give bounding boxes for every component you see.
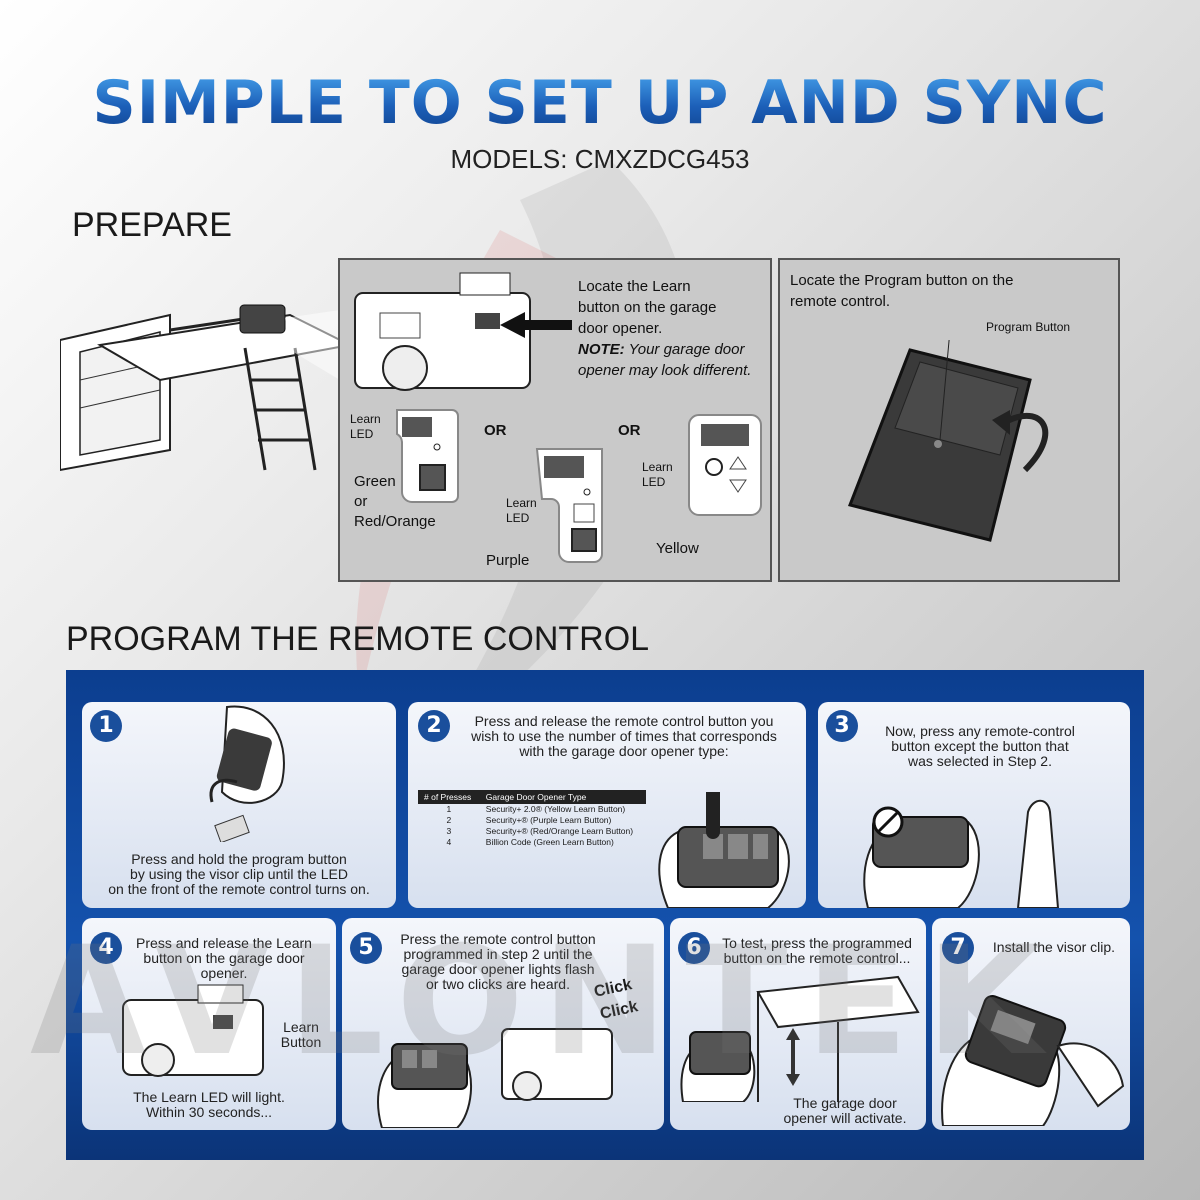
- locate-learn-line3: door opener.: [578, 320, 663, 337]
- step-6-number: 6: [678, 932, 710, 964]
- step-6-bottom1: The garage door: [793, 1095, 897, 1111]
- garage-ladder-illustration: [60, 304, 350, 472]
- or-label-1: OR: [484, 422, 507, 439]
- remote-garage-door-icon: [680, 975, 920, 1102]
- models-label: MODELS: CMXZDCG453: [450, 144, 750, 174]
- step-6-bottom2: opener will activate.: [783, 1110, 907, 1126]
- step-6-line2: button on the remote control...: [723, 950, 911, 966]
- locate-program-line1: Locate the Program button on the: [790, 272, 1014, 289]
- step-2-line3: with the garage door opener type:: [519, 743, 729, 759]
- program-button-panel: Locate the Program button on the remote …: [778, 258, 1120, 582]
- step-7-card: 7 Install the visor clip.: [932, 918, 1130, 1130]
- learn-button-label2: Button: [280, 1034, 322, 1050]
- purple-label: Purple: [486, 552, 530, 569]
- step-4-number: 4: [90, 932, 122, 964]
- green-learn-button-icon: [396, 409, 459, 503]
- yellow-learn-button-icon: [688, 414, 762, 516]
- step-6-card: 6 To test, press the programmed button o…: [670, 918, 926, 1130]
- locate-learn-line1: Locate the Learn: [578, 278, 691, 295]
- note-text2: opener may look different.: [578, 362, 752, 379]
- step-4-bottom1: The Learn LED will light.: [133, 1089, 285, 1105]
- green-label: Green: [354, 473, 396, 490]
- step-1-line1: Press and hold the program button: [131, 851, 347, 867]
- or-label-2: OR: [618, 422, 641, 439]
- step-3-number: 3: [826, 710, 858, 742]
- page-title: SIMPLE TO SET UP AND SYNC: [0, 68, 1200, 138]
- hand-remote-visor-icon: [209, 705, 285, 842]
- remote-control-icon: [847, 340, 1049, 542]
- or-label-small: or: [354, 493, 368, 510]
- step-2-line2: wish to use the number of times that cor…: [471, 728, 777, 744]
- step-1-card: 1 Press and hold the program button by u…: [82, 702, 396, 908]
- step-5-line2: programmed in step 2 until the: [403, 946, 593, 962]
- step-4-line2: button on the garage door: [143, 950, 305, 966]
- step-1-line3: on the front of the remote control turns…: [108, 881, 370, 897]
- yellow-label: Yellow: [656, 540, 699, 557]
- purple-learn-button-icon: [535, 448, 603, 563]
- step-5-line3: garage door opener lights flash: [401, 961, 595, 977]
- step-2-line1: Press and release the remote control but…: [474, 713, 774, 729]
- hand-pressing-remote-icon: [658, 792, 790, 908]
- learn-button-panel: Locate the Learn button on the garage do…: [338, 258, 772, 582]
- step-3-line3: was selected in Step 2.: [908, 753, 1052, 769]
- step-2-card: 2 Press and release the remote control b…: [408, 702, 806, 908]
- pointer-arrow-icon: [500, 312, 572, 338]
- locate-learn-line2: button on the garage: [578, 299, 717, 316]
- red-orange-label: Red/Orange: [354, 513, 436, 530]
- program-steps-area: 1 Press and hold the program button by u…: [66, 670, 1144, 1160]
- step-2-number: 2: [418, 710, 450, 742]
- step-5-number: 5: [350, 932, 382, 964]
- program-heading: PROGRAM THE REMOTE CONTROL: [66, 620, 650, 658]
- step-3-line2: button except the button that: [891, 738, 1069, 754]
- step-7-number: 7: [942, 932, 974, 964]
- step-1-number: 1: [90, 710, 122, 742]
- opener-learn-button-icon: [122, 984, 264, 1077]
- step-3-card: 3 Now, press any remote-control button e…: [818, 702, 1130, 908]
- learn-button-label1: Learn: [283, 1019, 319, 1035]
- locate-program-line2: remote control.: [790, 293, 891, 310]
- step-1-line2: by using the visor clip until the LED: [130, 866, 348, 882]
- program-button-label: Program Button: [986, 320, 1071, 334]
- watermark: AVLONTEK: [30, 915, 1061, 1089]
- step-5-card: 5 Press the remote control button progra…: [342, 918, 664, 1130]
- step-3-line1: Now, press any remote-control: [885, 723, 1075, 739]
- step-4-card: 4 Press and release the Learn button on …: [82, 918, 336, 1130]
- step-7-line1: Install the visor clip.: [992, 939, 1116, 955]
- step-4-bottom2: Within 30 seconds...: [145, 1104, 273, 1120]
- hand-other-button-icon: [863, 799, 1060, 908]
- step-5-line4: or two clicks are heard.: [426, 976, 570, 992]
- step-4-line1: Press and release the Learn: [136, 935, 312, 951]
- step-6-line1: To test, press the programmed: [722, 935, 912, 951]
- note-label: NOTE:: [578, 341, 625, 358]
- remote-and-opener-icon: [377, 1028, 613, 1128]
- install-visor-clip-icon: [941, 994, 1125, 1126]
- prepare-heading: PREPARE: [72, 206, 232, 244]
- garage-opener-icon: [354, 272, 531, 391]
- step-4-line3: opener.: [200, 965, 248, 981]
- note-text1: Your garage door: [624, 341, 745, 358]
- step-5-line1: Press the remote control button: [400, 931, 596, 947]
